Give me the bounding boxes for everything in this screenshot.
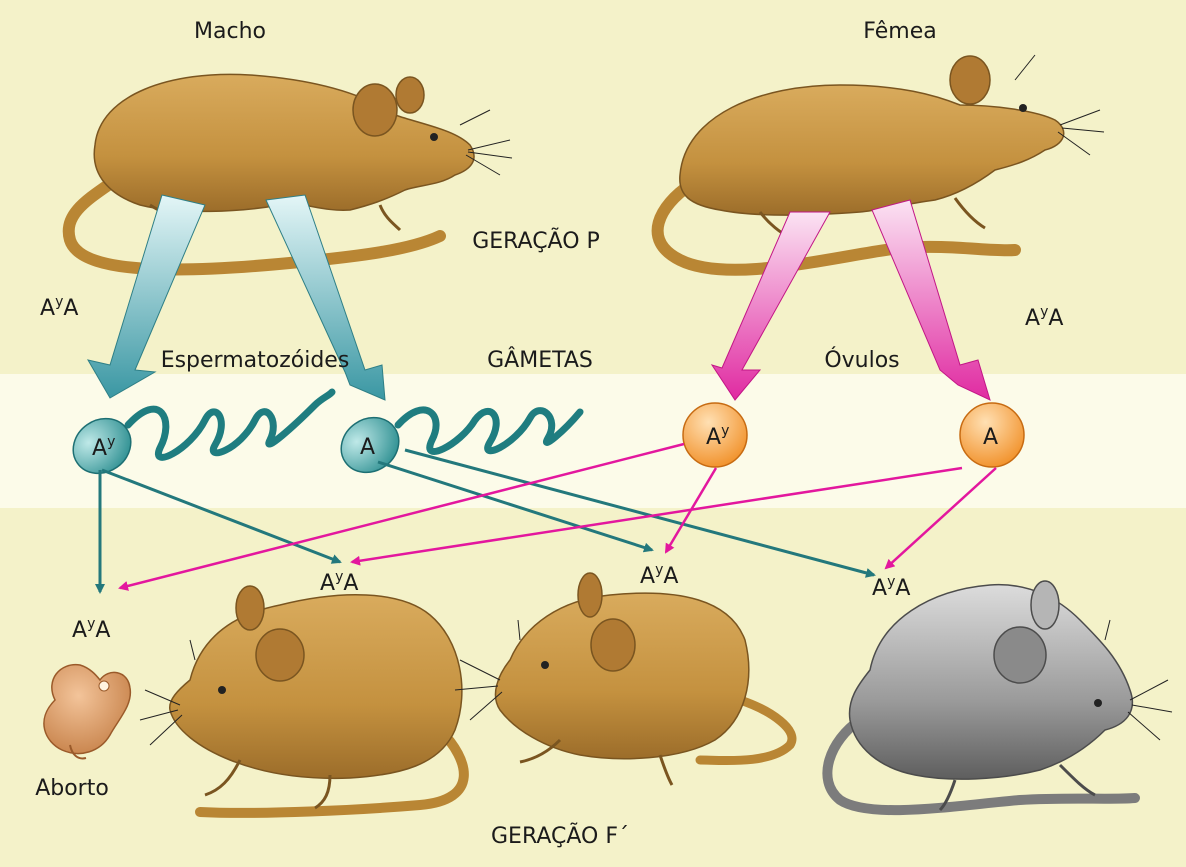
abortion-label: Aborto <box>35 776 109 801</box>
ova-label: Óvulos <box>824 347 899 373</box>
generation-f-label: GERAÇÃO F´ <box>491 822 629 849</box>
sperm-2-label: A <box>360 435 375 460</box>
ovum-1: Ay <box>683 403 747 467</box>
male-label: Macho <box>194 19 266 44</box>
generation-p-label: GERAÇÃO P <box>472 227 600 254</box>
ovum-2: A <box>960 403 1024 467</box>
ovum-2-label: A <box>983 425 998 450</box>
gametes-label: GÂMETAS <box>487 347 593 373</box>
female-label: Fêmea <box>863 19 936 44</box>
sperm-label: Espermatozóides <box>161 348 350 373</box>
